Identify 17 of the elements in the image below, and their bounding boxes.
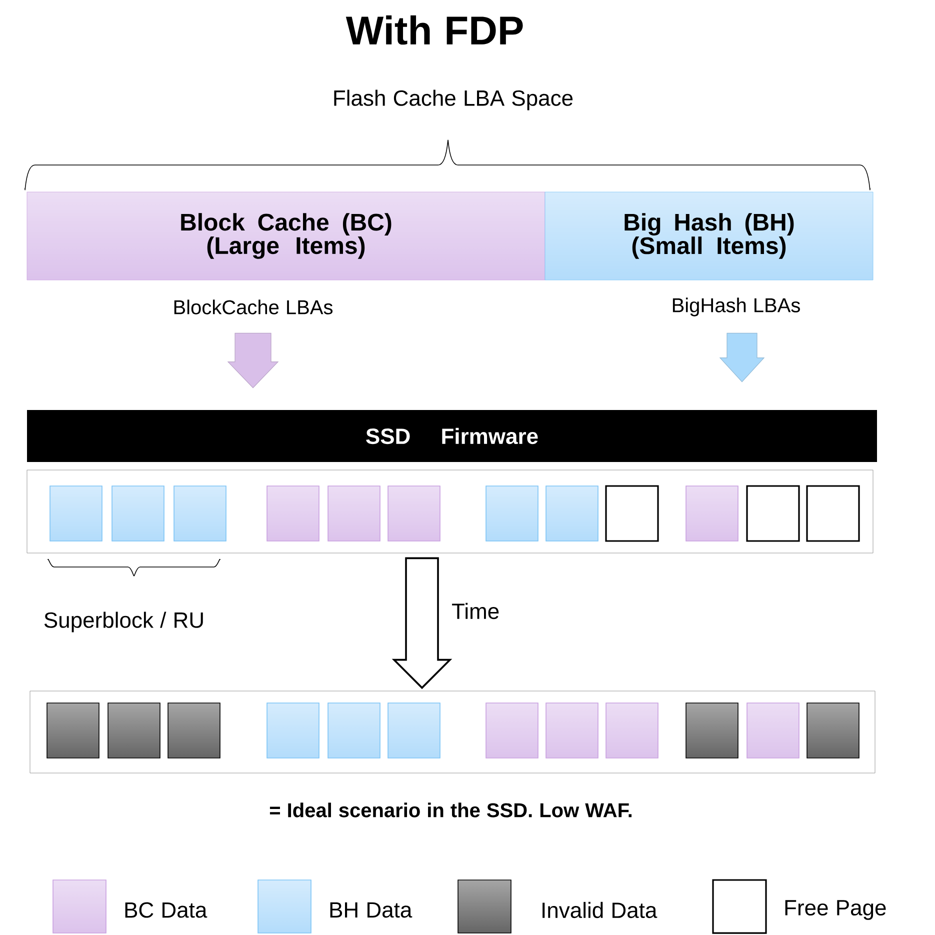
edge-label: Time bbox=[452, 602, 499, 620]
legend-label: Invalid Data bbox=[542, 902, 658, 918]
caption-text: Flash Cache LBA Space bbox=[334, 90, 573, 110]
node-caption: BlockCache LBAs bbox=[174, 300, 332, 314]
block-arrow bbox=[227, 332, 279, 388]
legend-label: BH Data bbox=[330, 902, 412, 918]
big-hash-box: Big Hash (BH) (Small Items) bbox=[544, 192, 874, 280]
block-cache-box: Block Cache (BC) (Large Items) bbox=[26, 192, 546, 280]
firmware-bar: SSD Firmware bbox=[27, 410, 877, 462]
legend-label: Free Page bbox=[785, 900, 886, 920]
block-arrow bbox=[719, 332, 765, 382]
note-text: = Ideal scenario in the SSD. Low WAF. bbox=[270, 802, 632, 818]
brace-label: Superblock / RU bbox=[44, 612, 203, 632]
legend-label: BC Data bbox=[125, 902, 208, 918]
block-arrow bbox=[392, 557, 452, 690]
node-caption: BigHash LBAs bbox=[672, 298, 800, 316]
title: With FDP bbox=[346, 15, 523, 45]
